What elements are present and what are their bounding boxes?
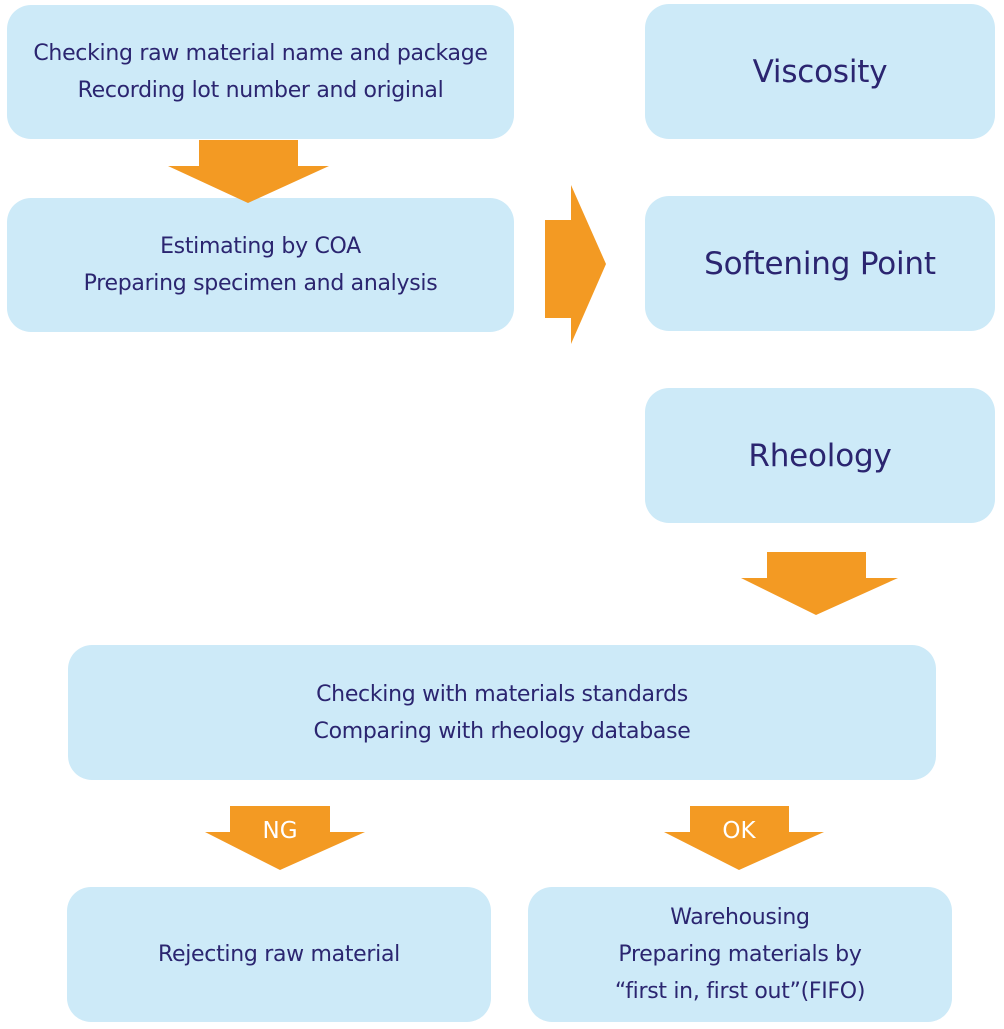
standards-line2: Comparing with rheology database [313,718,691,744]
warehouse-line1: Warehousing [670,905,810,930]
check-raw-line1: Checking raw material name and package [33,41,488,66]
reject-label: Rejecting raw material [158,942,400,967]
down-arrow-1 [168,140,329,203]
ok-arrow [664,806,824,870]
rheology-box: Rheology [645,388,995,523]
viscosity-label: Viscosity [752,53,888,90]
viscosity-box: Viscosity [645,4,995,139]
ng-arrow [205,806,365,870]
down-arrow-2 [741,552,898,615]
estimate-line2: Preparing specimen and analysis [83,271,438,296]
reject-raw-material-box: Rejecting raw material [67,887,491,1022]
ng-label: NG [262,818,298,844]
softening-point-label: Softening Point [704,245,936,282]
right-arrow [545,185,606,344]
warehouse-line3: “first in, first out”(FIFO) [614,979,866,1004]
warehouse-line2: Preparing materials by [618,942,862,967]
estimate-coa-box: Estimating by COA Preparing specimen and… [7,198,514,332]
check-raw-material-box: Checking raw material name and package R… [7,5,514,139]
warehousing-box: Warehousing Preparing materials by “firs… [528,887,952,1022]
softening-point-box: Softening Point [645,196,995,331]
estimate-line1: Estimating by COA [160,234,361,259]
rheology-label: Rheology [748,437,892,474]
standards-line1: Checking with materials standards [316,681,688,707]
check-raw-line2: Recording lot number and original [77,78,444,103]
ok-label: OK [722,818,756,844]
materials-standards-box: Checking with materials standards Compar… [68,645,936,780]
